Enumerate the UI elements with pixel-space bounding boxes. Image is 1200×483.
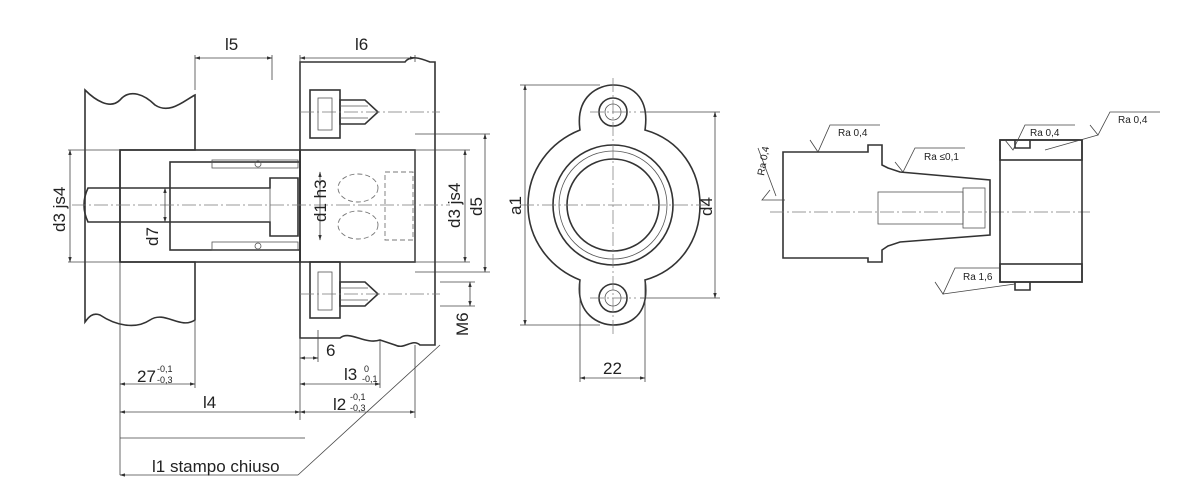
dim-l3-tol-lower: -0,1 <box>362 374 378 384</box>
top-screw <box>309 89 380 139</box>
ra-mid: Ra ≤0,1 <box>924 152 959 163</box>
dim-6: 6 <box>326 341 335 360</box>
spring-bottom <box>211 241 299 251</box>
flange-view <box>520 78 712 335</box>
dim-27-tol-lower: -0,3 <box>157 375 173 385</box>
section-view <box>72 57 450 347</box>
dim-d7: d7 <box>143 227 162 246</box>
surface-finish-symbols: Ra 0,4 Ra 0,4 Ra ≤0,1 Ra 1,6 Ra 0,4 Ra 0… <box>756 111 1160 295</box>
dim-l5: l5 <box>225 35 238 54</box>
dim-l6: l6 <box>355 35 368 54</box>
dim-l2-tol-lower: -0,3 <box>350 403 366 413</box>
dim-l2-tol-upper: -0,1 <box>350 392 366 402</box>
ra-far-right: Ra 0,4 <box>1118 115 1148 126</box>
dim-27: 27 <box>137 367 156 386</box>
dim-d1: d1 h3 <box>311 179 330 222</box>
dim-l2: l2 <box>333 395 346 414</box>
flange-dimensions: a1 d4 22 <box>506 84 720 382</box>
ra-top-left: Ra 0,4 <box>838 128 868 139</box>
dim-d3-right: d3 js4 <box>445 183 464 228</box>
ra-bottom: Ra 1,6 <box>963 272 993 283</box>
dim-l1: l1 stampo chiuso <box>152 457 280 476</box>
ra-sleeve-top: Ra 0,4 <box>1030 128 1060 139</box>
pin-body <box>782 144 991 263</box>
spring-top <box>211 159 299 169</box>
pin-detail-view <box>770 139 1090 291</box>
dim-27-tol-upper: -0,1 <box>157 364 173 374</box>
dim-a1: a1 <box>506 196 525 215</box>
section-dimensions: l5 l6 d3 js4 d7 d1 h3 d3 js4 d5 M6 <box>50 35 490 477</box>
sleeve <box>999 139 1083 291</box>
dim-22: 22 <box>603 359 622 378</box>
dim-l3-tol-upper: 0 <box>364 364 369 374</box>
dim-d5: d5 <box>467 197 486 216</box>
dim-l4: l4 <box>203 393 216 412</box>
ra-side: Ra 0,4 <box>756 145 772 176</box>
dim-l3: l3 <box>344 365 357 384</box>
left-mould-block <box>84 88 196 327</box>
dim-d3-left: d3 js4 <box>50 187 69 232</box>
bottom-screw <box>309 261 380 319</box>
dim-d4: d4 <box>697 197 716 216</box>
right-mould-plate <box>299 57 436 347</box>
dim-m6: M6 <box>453 312 472 336</box>
ejector-pin <box>83 177 299 237</box>
